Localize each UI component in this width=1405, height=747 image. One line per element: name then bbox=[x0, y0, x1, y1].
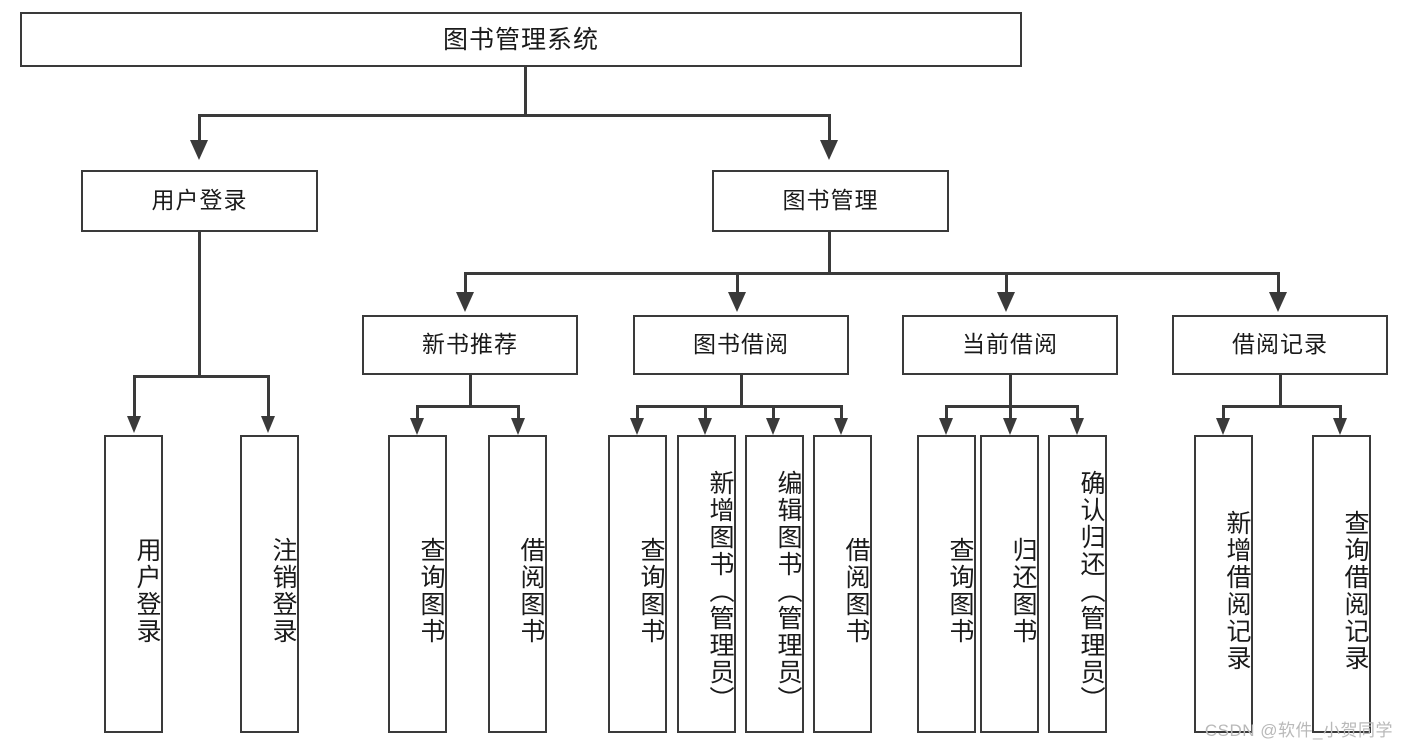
arrowhead-current-borrow-leaf-2 bbox=[1003, 418, 1017, 435]
arrowhead-root-to-book-management bbox=[820, 140, 838, 160]
arrowhead-current-borrow-leaf-3 bbox=[1070, 418, 1084, 435]
edge-new-book-to-leaf-2 bbox=[517, 405, 520, 419]
node-leaf-return-book[interactable]: 归还图书 bbox=[980, 435, 1039, 733]
edge-root-stem bbox=[524, 67, 527, 115]
node-book-management[interactable]: 图书管理 bbox=[712, 170, 949, 232]
edge-user-login-to-leaf-2 bbox=[267, 375, 270, 417]
edge-current-borrow-stem bbox=[1009, 375, 1012, 407]
edge-borrow-record-to-leaf-2 bbox=[1339, 405, 1342, 419]
edge-borrow-record-to-leaf-1 bbox=[1222, 405, 1225, 419]
arrowhead-borrow-record-leaf-1 bbox=[1216, 418, 1230, 435]
arrowhead-bm-to-current-borrow bbox=[997, 292, 1015, 312]
edge-current-borrow-to-leaf-2 bbox=[1009, 405, 1012, 419]
arrowhead-book-borrow-leaf-1 bbox=[630, 418, 644, 435]
node-leaf-borrow-book[interactable]: 借阅图书 bbox=[813, 435, 872, 733]
node-leaf-borrow-book-recommend[interactable]: 借阅图书 bbox=[488, 435, 547, 733]
edge-new-book-bus bbox=[416, 405, 520, 408]
node-label: 用户登录 bbox=[133, 537, 161, 645]
node-user-login[interactable]: 用户登录 bbox=[81, 170, 318, 232]
edge-root-to-user-login bbox=[198, 114, 201, 142]
node-label: 用户登录 bbox=[151, 187, 248, 214]
edge-current-borrow-to-leaf-1 bbox=[945, 405, 948, 419]
edge-bm-to-current-borrow bbox=[1005, 272, 1008, 294]
node-leaf-query-borrow-record[interactable]: 查询借阅记录 bbox=[1312, 435, 1371, 733]
node-leaf-edit-book-admin[interactable]: 编辑图书（管理员） bbox=[745, 435, 804, 733]
node-label: 借阅记录 bbox=[1232, 331, 1328, 358]
edge-book-management-stem bbox=[828, 232, 831, 274]
edge-new-book-to-leaf-1 bbox=[416, 405, 419, 419]
node-label: 新书推荐 bbox=[422, 331, 518, 358]
node-root-book-management-system[interactable]: 图书管理系统 bbox=[20, 12, 1022, 67]
node-label: 借阅图书 bbox=[517, 537, 545, 645]
node-leaf-logout[interactable]: 注销登录 bbox=[240, 435, 299, 733]
arrowhead-root-to-user-login bbox=[190, 140, 208, 160]
arrowhead-user-login-leaf-2 bbox=[261, 416, 275, 433]
edge-borrow-record-bus bbox=[1222, 405, 1342, 408]
arrowhead-bm-to-new-book bbox=[456, 292, 474, 312]
arrowhead-book-borrow-leaf-3 bbox=[766, 418, 780, 435]
node-label: 图书管理 bbox=[782, 187, 879, 214]
node-leaf-add-borrow-record[interactable]: 新增借阅记录 bbox=[1194, 435, 1253, 733]
node-leaf-add-book-admin[interactable]: 新增图书（管理员） bbox=[677, 435, 736, 733]
node-label: 图书管理系统 bbox=[442, 25, 599, 54]
edge-book-borrow-to-leaf-1 bbox=[636, 405, 639, 419]
edge-book-borrow-to-leaf-4 bbox=[840, 405, 843, 419]
edge-bm-to-book-borrow bbox=[736, 272, 739, 294]
edge-root-to-book-management bbox=[828, 114, 831, 142]
edge-bm-to-borrow-record bbox=[1277, 272, 1280, 294]
edge-new-book-stem bbox=[469, 375, 472, 407]
edge-user-login-stem bbox=[198, 232, 201, 376]
arrowhead-new-book-leaf-2 bbox=[511, 418, 525, 435]
node-leaf-user-login[interactable]: 用户登录 bbox=[104, 435, 163, 733]
edge-book-borrow-to-leaf-3 bbox=[772, 405, 775, 419]
node-leaf-query-book-recommend[interactable]: 查询图书 bbox=[388, 435, 447, 733]
edge-bm-to-new-book bbox=[464, 272, 467, 294]
node-leaf-query-book-borrow[interactable]: 查询图书 bbox=[608, 435, 667, 733]
edge-current-borrow-to-leaf-3 bbox=[1076, 405, 1079, 419]
arrowhead-bm-to-borrow-record bbox=[1269, 292, 1287, 312]
arrowhead-book-borrow-leaf-4 bbox=[834, 418, 848, 435]
node-label: 查询借阅记录 bbox=[1341, 510, 1369, 672]
edge-book-borrow-stem bbox=[740, 375, 743, 407]
node-current-borrow[interactable]: 当前借阅 bbox=[902, 315, 1118, 375]
arrowhead-current-borrow-leaf-1 bbox=[939, 418, 953, 435]
node-label: 图书借阅 bbox=[693, 331, 789, 358]
arrowhead-borrow-record-leaf-2 bbox=[1333, 418, 1347, 435]
node-label: 新增图书（管理员） bbox=[706, 469, 734, 713]
edge-book-borrow-bus bbox=[636, 405, 842, 408]
node-label: 借阅图书 bbox=[842, 537, 870, 645]
node-leaf-query-book-current[interactable]: 查询图书 bbox=[917, 435, 976, 733]
node-label: 注销登录 bbox=[269, 537, 297, 645]
node-label: 查询图书 bbox=[946, 537, 974, 645]
arrowhead-book-borrow-leaf-2 bbox=[698, 418, 712, 435]
arrowhead-user-login-leaf-1 bbox=[127, 416, 141, 433]
arrowhead-new-book-leaf-1 bbox=[410, 418, 424, 435]
node-label: 当前借阅 bbox=[962, 331, 1058, 358]
node-label: 编辑图书（管理员） bbox=[774, 469, 802, 713]
node-label: 查询图书 bbox=[417, 537, 445, 645]
arrowhead-bm-to-book-borrow bbox=[728, 292, 746, 312]
node-label: 新增借阅记录 bbox=[1223, 510, 1251, 672]
node-label: 查询图书 bbox=[637, 537, 665, 645]
node-borrow-record[interactable]: 借阅记录 bbox=[1172, 315, 1388, 375]
edge-root-bus bbox=[198, 114, 830, 117]
edge-user-login-bus bbox=[133, 375, 267, 378]
node-book-borrow[interactable]: 图书借阅 bbox=[633, 315, 849, 375]
watermark-text: CSDN @软件_小贺同学 bbox=[1204, 721, 1393, 740]
node-label: 归还图书 bbox=[1009, 537, 1037, 645]
node-new-book-recommend[interactable]: 新书推荐 bbox=[362, 315, 578, 375]
edge-book-management-bus bbox=[464, 272, 1280, 275]
edge-borrow-record-stem bbox=[1279, 375, 1282, 407]
edge-book-borrow-to-leaf-2 bbox=[704, 405, 707, 419]
node-label: 确认归还（管理员） bbox=[1077, 469, 1105, 713]
node-leaf-confirm-return-admin[interactable]: 确认归还（管理员） bbox=[1048, 435, 1107, 733]
edge-user-login-to-leaf-1 bbox=[133, 375, 136, 417]
